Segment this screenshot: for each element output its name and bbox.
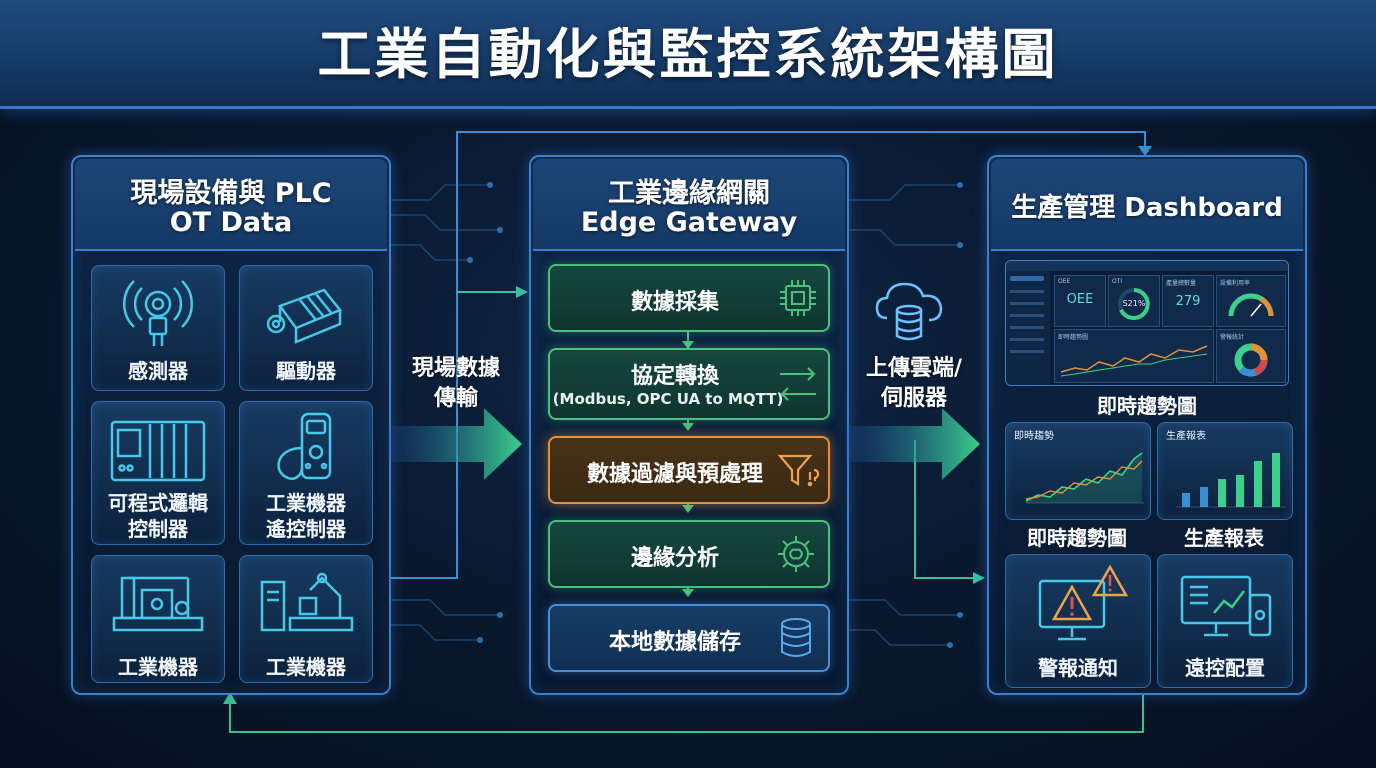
remote-config-card: 遠控配置 — [1157, 554, 1293, 688]
dashboard-preview-caption: 即時趨勢圖 — [1097, 394, 1197, 418]
edge-gateway-title: 工業邊緣網關 — [608, 178, 770, 209]
data-collection-label: 數據採集 — [630, 290, 719, 315]
motor-tile: 驅動器 — [239, 265, 373, 391]
field-devices-header — [75, 159, 387, 251]
data-collection-step: 數據採集 — [548, 264, 830, 332]
machine-label-1: 工業機器 — [118, 655, 198, 679]
gateway-to-cloud-arrow — [846, 408, 980, 480]
motor-icon — [266, 288, 343, 344]
production-report-label: 生產報表 — [1184, 526, 1264, 550]
plc-label-line1: 可程式邏輯 — [108, 491, 208, 515]
dashboard-panel: 生產管理 Dashboard OEE OEE OTI S21% 產量總數量 — [987, 155, 1307, 695]
machine-tile-2: 工業機器 — [239, 555, 373, 683]
cloud-database-icon — [875, 282, 943, 341]
dashboard-header — [991, 159, 1303, 251]
kpi-oti-card: OTI S21% — [1108, 275, 1160, 327]
convert-arrows-icon — [780, 367, 816, 401]
field-devices-title: 現場設備與 PLC — [130, 178, 332, 209]
chip-icon — [780, 280, 816, 316]
upload-cloud-label-line1: 上傳雲端/ — [865, 356, 963, 381]
machine-icon — [112, 576, 204, 632]
remote-controller-label-line2: 遙控制器 — [266, 517, 346, 541]
preview-trend-title: 即時趨勢圖 — [1058, 334, 1089, 341]
sensor-icon — [123, 280, 193, 346]
plc-label-line2: 控制器 — [128, 517, 188, 541]
kpi-output-title: 產量總數量 — [1166, 280, 1197, 287]
protocol-conversion-label: 協定轉換 — [630, 364, 719, 389]
remote-controller-icon — [277, 412, 332, 480]
kpi-oee-card: OEE OEE — [1054, 275, 1106, 327]
preview-donut-chart — [1234, 343, 1268, 377]
plc-tile: 可程式邏輯 控制器 — [91, 401, 225, 545]
data-filter-step: 數據過濾與預處理 — [548, 436, 830, 504]
edge-analysis-step: 邊緣分析 — [548, 520, 830, 588]
preview-trend-line — [1060, 345, 1208, 377]
machine-tile-1: 工業機器 — [91, 555, 225, 683]
remote-controller-label-line1: 工業機器 — [266, 491, 346, 515]
field-data-transfer-label-line2: 傳輸 — [433, 386, 478, 411]
remote-config-icon — [1180, 575, 1272, 637]
remote-config-label: 遠控配置 — [1185, 656, 1265, 680]
trend-card-title: 即時趨勢 — [1014, 431, 1054, 442]
kpi-utilization-title: 設備利用率 — [1220, 280, 1251, 287]
alert-notification-card: 警報通知 — [1005, 554, 1151, 688]
motor-label: 驅動器 — [276, 359, 336, 383]
dashboard-preview: OEE OEE OTI S21% 產量總數量 279 設備利用率 即時趨勢圖 — [1005, 260, 1289, 386]
page-title: 工業自動化與監控系統架構圖 — [317, 23, 1059, 86]
alert-monitor-icon — [1038, 564, 1129, 641]
machine-label-2: 工業機器 — [266, 655, 346, 679]
gauge-icon — [1228, 293, 1274, 317]
kpi-oti-value: S21% — [1122, 299, 1146, 308]
protocol-conversion-sublabel: (Modbus, OPC UA to MQTT) — [552, 390, 784, 408]
kpi-output-card: 產量總數量 279 — [1162, 275, 1214, 327]
kpi-oti-title: OTI — [1112, 278, 1123, 285]
preview-pie-card: 警報統計 — [1216, 329, 1286, 383]
field-data-transfer-label-line1: 現場數據 — [411, 356, 500, 381]
trend-card-label: 即時趨勢圖 — [1027, 526, 1127, 550]
kpi-oti-ring — [1118, 288, 1150, 320]
local-storage-label: 本地數據儲存 — [608, 630, 741, 655]
local-storage-step: 本地數據儲存 — [548, 604, 830, 672]
gear-brain-icon — [778, 536, 814, 572]
edge-analysis-label: 邊緣分析 — [630, 546, 719, 571]
edge-gateway-subtitle: Edge Gateway — [580, 207, 798, 238]
kpi-oee-title: OEE — [1058, 278, 1071, 285]
robot-arm-icon — [260, 572, 354, 632]
protocol-conversion-step: 協定轉換 (Modbus, OPC UA to MQTT) — [548, 348, 830, 420]
alert-notification-label: 警報通知 — [1038, 656, 1118, 680]
dashboard-preview-topbar — [1006, 261, 1288, 271]
funnel-icon — [777, 454, 820, 487]
database-icon — [781, 618, 811, 657]
trend-chart — [1025, 452, 1144, 504]
production-report-title: 生產報表 — [1166, 431, 1206, 442]
production-bar-chart — [1176, 453, 1286, 508]
sensor-tile: 感測器 — [91, 265, 225, 391]
dashboard-title: 生產管理 Dashboard — [1011, 193, 1283, 223]
kpi-output-value: 279 — [1175, 294, 1201, 309]
dashboard-preview-sidebar — [1006, 271, 1050, 385]
kpi-utilization-card: 設備利用率 — [1216, 275, 1286, 327]
trend-card: 即時趨勢 — [1005, 422, 1151, 520]
preview-pie-title: 警報統計 — [1220, 334, 1245, 341]
edge-gateway-header — [533, 159, 845, 251]
remote-controller-tile: 工業機器 遙控制器 — [239, 401, 373, 545]
kpi-oee-value: OEE — [1066, 292, 1094, 307]
plc-icon — [110, 420, 206, 482]
upload-cloud-label-line2: 伺服器 — [880, 386, 947, 411]
sensor-label: 感測器 — [128, 359, 188, 383]
data-filter-label: 數據過濾與預處理 — [586, 462, 763, 487]
header-bar — [0, 0, 1376, 109]
production-report-card: 生產報表 — [1157, 422, 1293, 520]
field-devices-subtitle: OT Data — [169, 207, 293, 238]
field-to-gateway-arrow — [388, 408, 522, 480]
field-devices-panel: 現場設備與 PLC OT Data 感測器 驅動器 — [71, 155, 391, 695]
preview-trend-card: 即時趨勢圖 — [1054, 329, 1214, 383]
